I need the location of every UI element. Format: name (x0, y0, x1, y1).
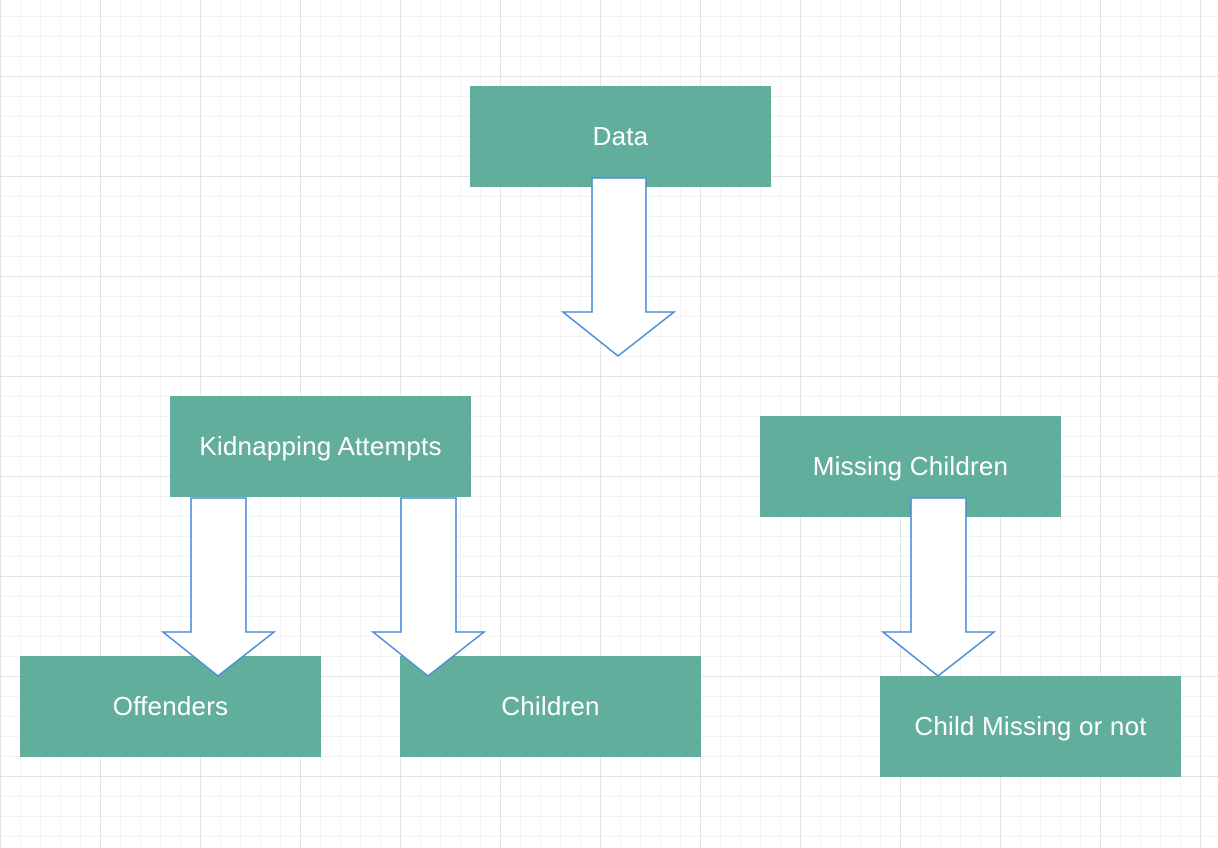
node-offenders-label: Offenders (112, 691, 229, 721)
node-missing-children-label: Missing Children (812, 451, 1009, 481)
arrow-data-down[interactable] (560, 177, 677, 358)
node-kidnapping-attempts-label: Kidnapping Attempts (199, 431, 442, 461)
node-child-missing-or-not[interactable]: Child Missing or not (880, 676, 1181, 777)
node-data[interactable]: Data (470, 86, 771, 187)
node-data-label: Data (592, 121, 649, 151)
arrow-missing-to-childmissing[interactable] (880, 497, 997, 678)
node-offenders[interactable]: Offenders (20, 656, 321, 757)
node-child-missing-or-not-label: Child Missing or not (914, 711, 1147, 741)
node-children[interactable]: Children (400, 656, 701, 757)
node-missing-children[interactable]: Missing Children (760, 416, 1061, 517)
node-kidnapping-attempts[interactable]: Kidnapping Attempts (170, 396, 471, 497)
node-children-label: Children (501, 691, 600, 721)
arrow-kidnapping-to-children[interactable] (370, 497, 487, 678)
arrow-kidnapping-to-offenders[interactable] (160, 497, 277, 678)
